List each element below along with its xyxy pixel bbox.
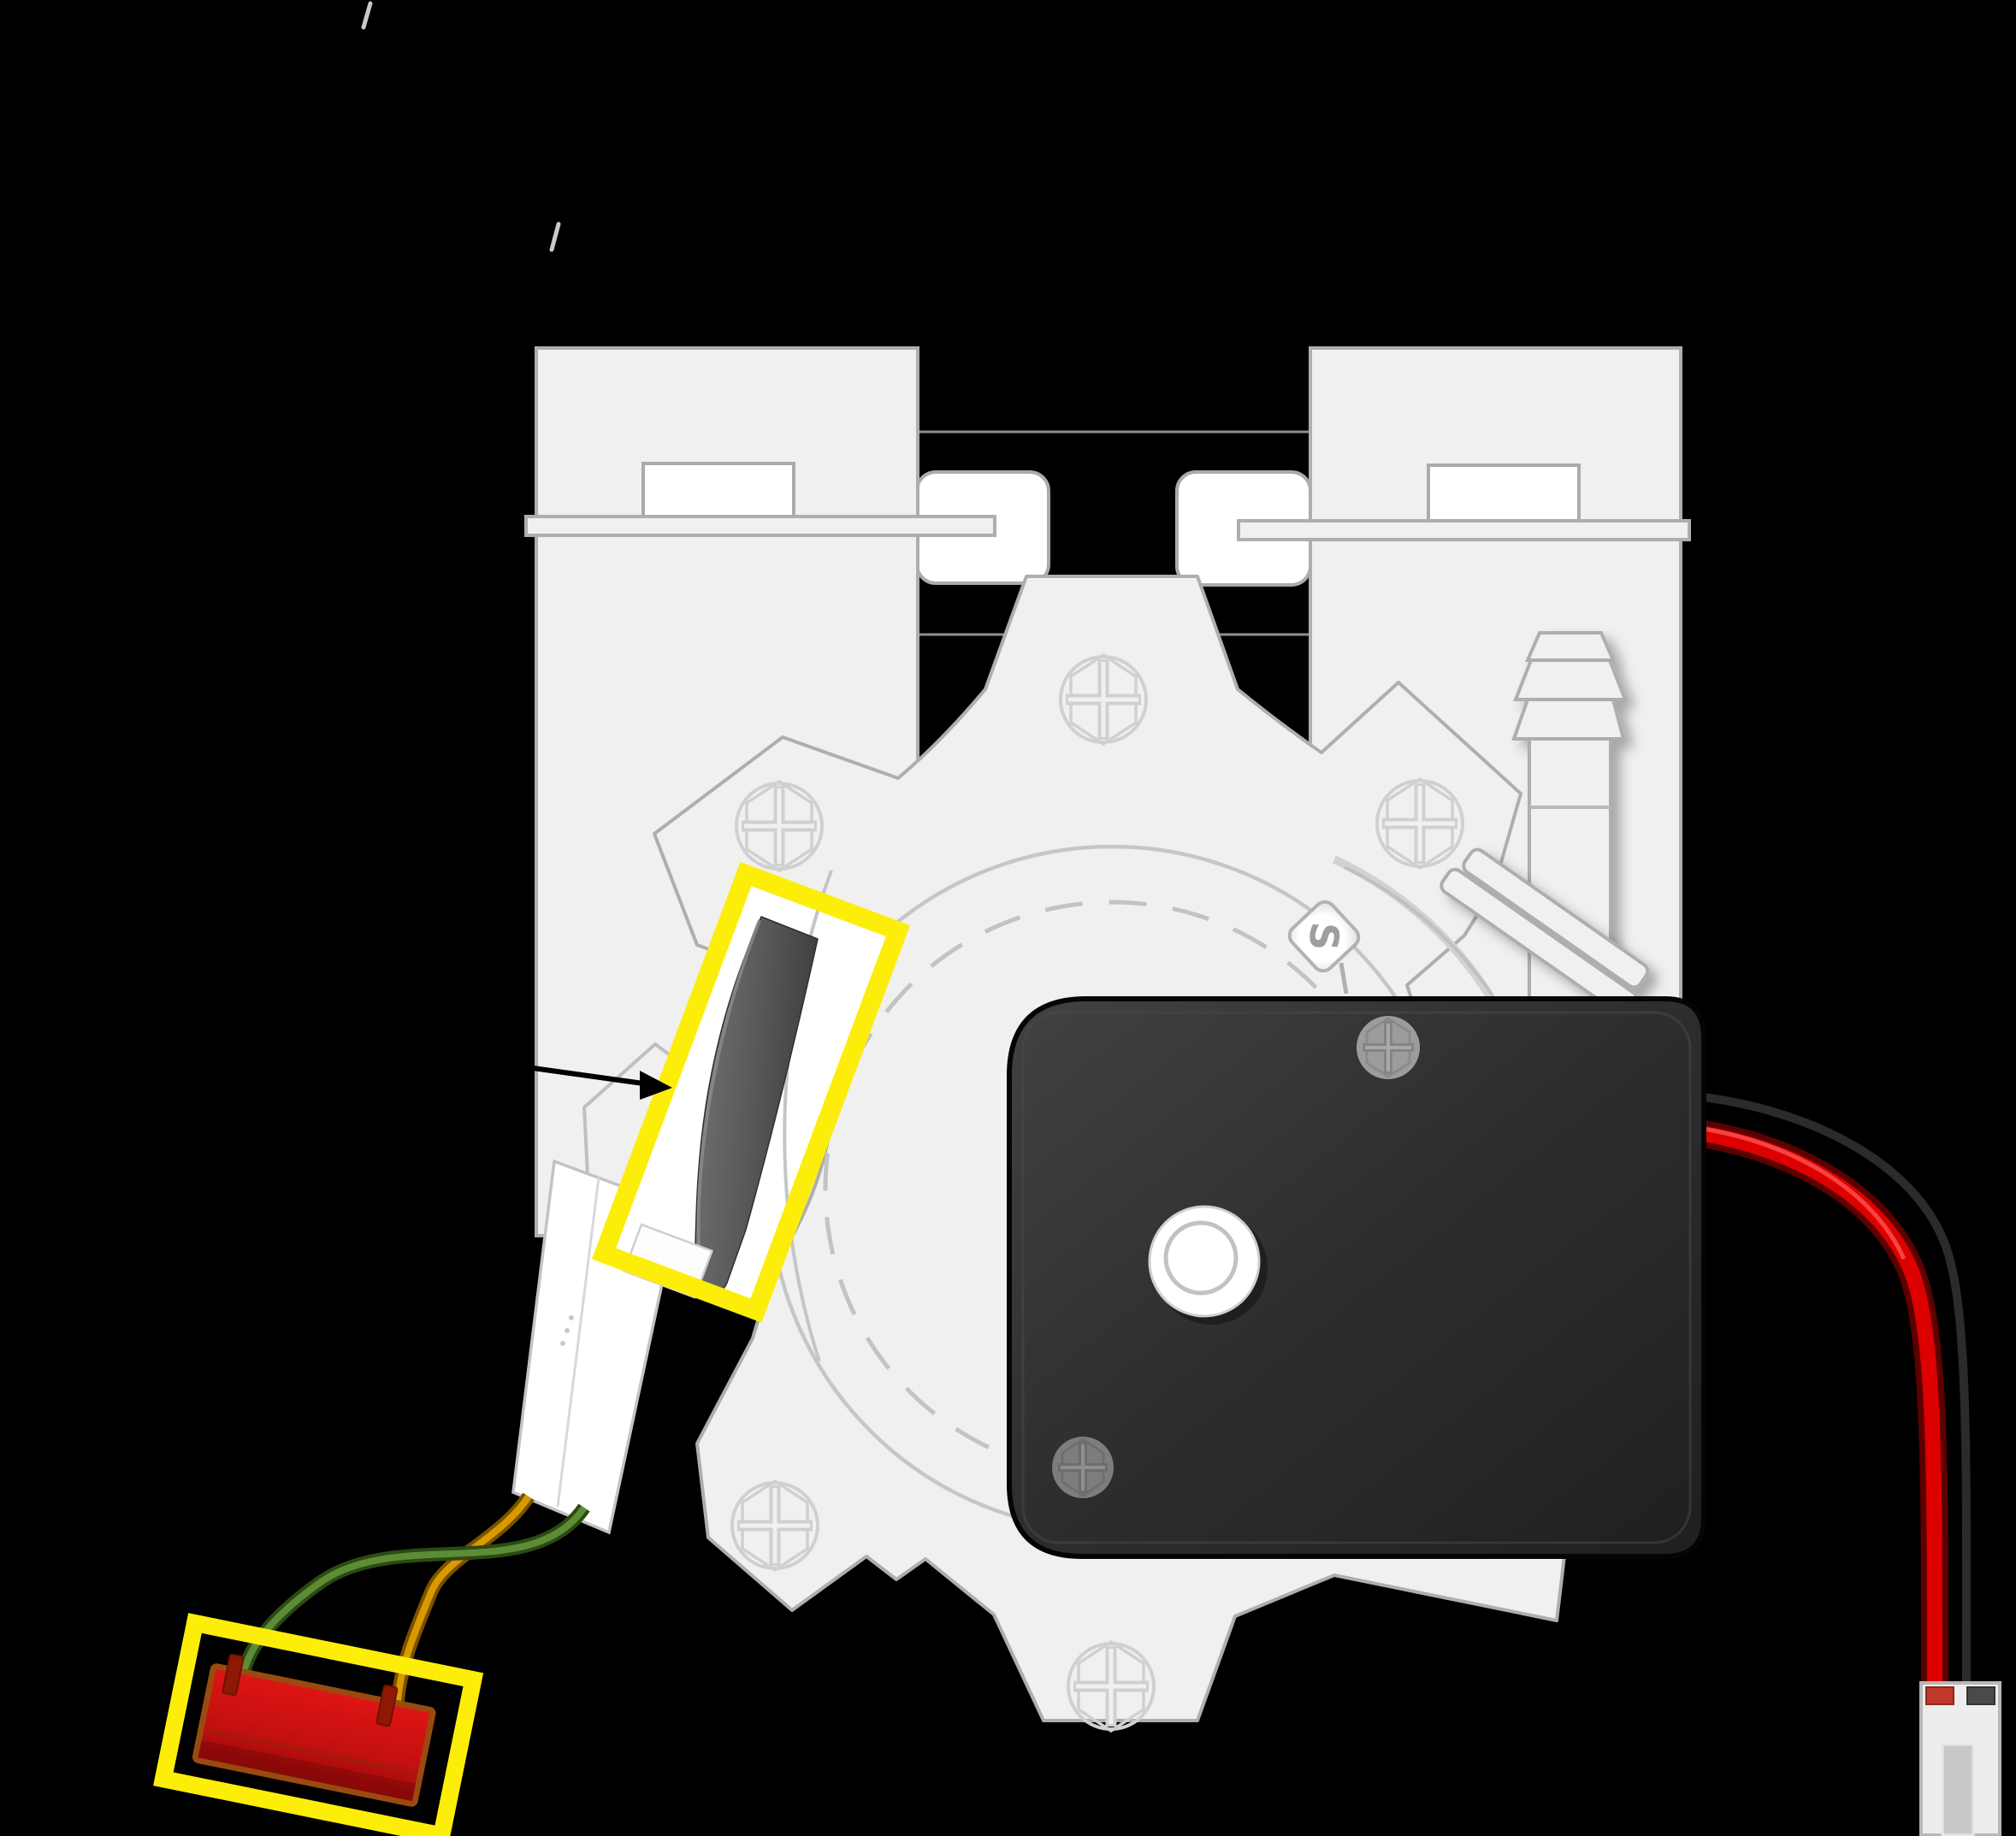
- jst-pin-black: [1966, 1686, 1995, 1705]
- slot-curve: [783, 870, 833, 1362]
- right-tower-window: [1427, 463, 1581, 523]
- sensor-lever-highlight: [696, 919, 761, 1268]
- motor-screw-bottom-left: [1052, 1437, 1114, 1498]
- red-connector-body: [192, 1663, 436, 1807]
- red-connector-pin-right: [375, 1684, 399, 1727]
- motor-body-inner-edge: [1021, 1011, 1692, 1544]
- housing-dot-2: [565, 1328, 570, 1333]
- highlight-box-lever-frame: [591, 861, 911, 1323]
- s-marker-label: S: [1300, 920, 1349, 953]
- motor-wire-black-core: [1703, 1093, 1972, 1690]
- motor-wire-red-core: [1702, 1126, 1942, 1690]
- s-marker-diamond: [1287, 900, 1361, 973]
- highlight-box-connector: [153, 1613, 484, 1836]
- highlight-box-lever: [591, 861, 911, 1323]
- collet-ring-middle: [1513, 658, 1628, 701]
- motor-body: [1007, 996, 1706, 1559]
- tick-mark-top: [361, 1, 373, 30]
- red-connector-pin-left: [222, 1653, 245, 1697]
- motor-screw-top: [1357, 1016, 1420, 1079]
- collet-ring-bottom: [1511, 698, 1626, 741]
- gear-screw-upper-left: [736, 782, 822, 871]
- motor-shaft: [1163, 1220, 1239, 1296]
- right-tower-flange: [1237, 519, 1691, 541]
- gear-screw-upper-right: [1377, 779, 1463, 868]
- pointer-arrow-shaft: [532, 1066, 644, 1086]
- jst-pin-red: [1925, 1686, 1954, 1705]
- motor-wires: [1701, 1083, 1981, 1690]
- collet-ring-top: [1524, 631, 1617, 662]
- bearing-boss-arc-shadow: [1344, 865, 1499, 1004]
- highlight-box-connector-frame: [153, 1613, 484, 1836]
- gear-screw-top: [1061, 655, 1146, 744]
- left-tower-window: [641, 462, 795, 520]
- s-marker-tail: [1339, 962, 1349, 995]
- gear-screw-bottom: [1068, 1642, 1154, 1731]
- red-connector: [192, 1653, 436, 1807]
- jst-slot: [1941, 1743, 1975, 1836]
- pointer-arrow: [532, 1066, 672, 1100]
- jst-connector: [1919, 1681, 2001, 1836]
- housing-dot-1: [569, 1315, 574, 1320]
- motor-wire-red-highlight: [1703, 1126, 1907, 1260]
- s-marker-tag: S: [1287, 900, 1361, 973]
- latch-bar: [1440, 847, 1650, 1017]
- gear-screw-lower-left: [732, 1481, 818, 1570]
- pointer-arrow-head: [640, 1071, 672, 1100]
- sensor-housing-divider: [556, 1177, 600, 1508]
- left-tower-flange: [524, 515, 996, 537]
- tick-mark-upper: [549, 221, 561, 252]
- housing-dot-3: [560, 1341, 565, 1346]
- motor-wire-red-outer: [1701, 1120, 1948, 1690]
- red-connector-base-shade: [198, 1739, 417, 1802]
- latch-bar-strip-upper: [1462, 847, 1650, 989]
- red-connector-ridge: [207, 1729, 415, 1774]
- stepper-motor: [1007, 996, 1706, 1559]
